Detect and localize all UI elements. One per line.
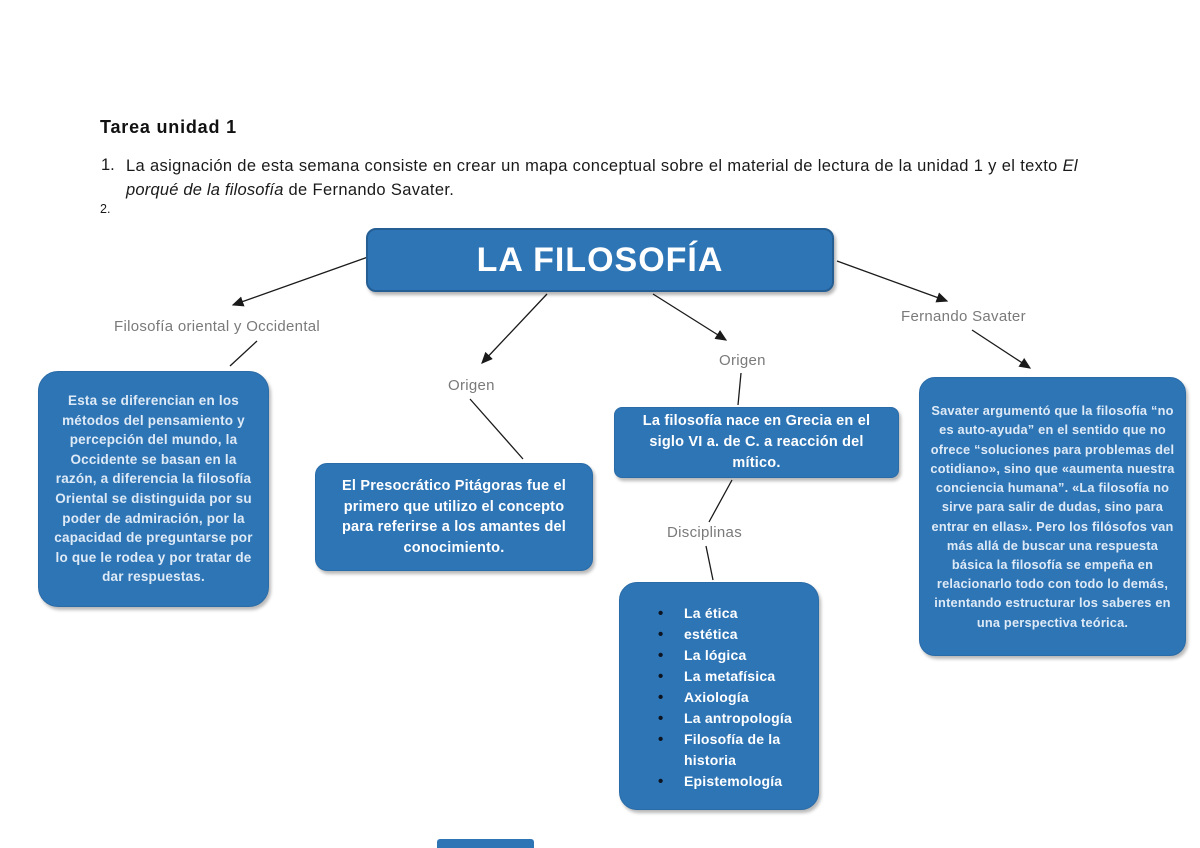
arrow-title-to-origen-center (652, 293, 728, 341)
arrow-title-to-oriental (231, 256, 369, 307)
next-page-box-fragment (437, 839, 534, 848)
label-fernando-savater: Fernando Savater (901, 308, 1026, 325)
disciplines-list: La éticaestéticaLa lógicaLa metafísicaAx… (620, 603, 808, 792)
assignment-text-start: La asignación de esta semana consiste en… (126, 157, 1063, 175)
arrow-savater-to-box (971, 329, 1032, 369)
label-origen-grecia: Origen (719, 352, 766, 369)
line-oriental-to-box (229, 340, 258, 367)
arrow-title-to-origen-mid (481, 293, 548, 364)
document-heading: Tarea unidad 1 (100, 117, 237, 137)
assignment-text: La asignación de esta semana consiste en… (126, 155, 1088, 202)
discipline-item: La metafísica (620, 666, 808, 687)
discipline-item: La lógica (620, 645, 808, 666)
line-origen-to-grecia-box (737, 372, 742, 406)
discipline-item: Axiología (620, 687, 808, 708)
discipline-item: estética (620, 624, 808, 645)
arrow-title-to-savater (836, 260, 949, 303)
box-grecia-origen: La filosofía nace en Grecia en el siglo … (614, 407, 899, 478)
assignment-text-end: de Fernando Savater. (283, 180, 455, 199)
list-number-1: 1. (101, 156, 115, 174)
assignment-text-italic: El porqué de la filosofía (126, 157, 1078, 199)
discipline-item: La antropología (620, 708, 808, 729)
discipline-item: Filosofía de la historia (620, 729, 808, 771)
line-grecia-to-disciplinas (708, 479, 733, 523)
label-filosofia-oriental: Filosofía oriental y Occidental (114, 318, 321, 335)
label-origen-pitagoras: Origen (448, 377, 495, 394)
box-disciplinas: La éticaestéticaLa lógicaLa metafísicaAx… (619, 582, 819, 810)
box-oriental-occidental: Esta se diferencian en los métodos del p… (38, 371, 269, 607)
box-savater-argumento: Savater argumentó que la filosofía “no e… (919, 377, 1186, 656)
box-pitagoras-origen: El Presocrático Pitágoras fue el primero… (315, 463, 593, 571)
list-number-2: 2. (100, 202, 111, 216)
discipline-item: Epistemología (620, 771, 808, 792)
map-title-node: LA FILOSOFÍA (366, 228, 834, 292)
line-disciplinas-to-box (705, 545, 714, 581)
discipline-item: La ética (620, 603, 808, 624)
label-disciplinas: Disciplinas (667, 524, 742, 541)
line-origen-to-pitagoras-box (469, 398, 524, 460)
